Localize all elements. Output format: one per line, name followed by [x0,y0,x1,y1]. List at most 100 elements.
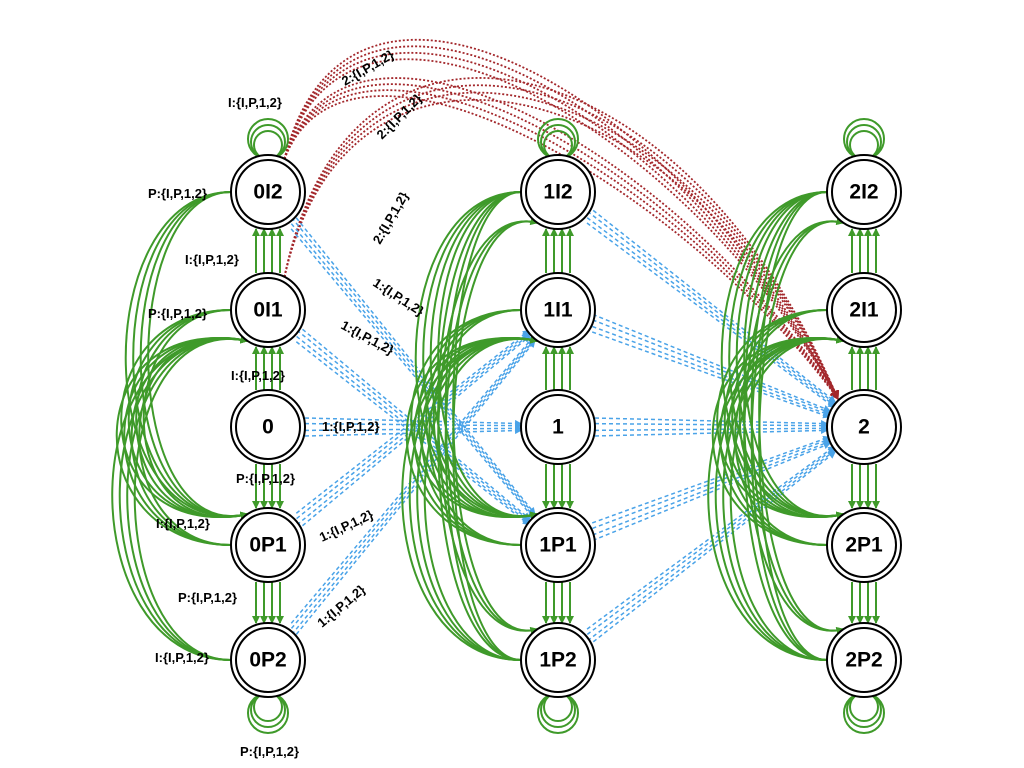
cross-transition-0P2-1I1-0 [290,335,535,624]
inventory-to-2-0I2-0-2 [283,83,839,400]
loop-transition-2P2-2I1-3-2 [714,335,845,661]
cross-transition-0I2-1P1-0 [291,211,536,515]
node-label: 2I1 [849,299,879,322]
state-node-1P1[interactable]: 1P1 [520,507,596,583]
node-label: 2P1 [845,534,883,557]
inventory-to-2-0I1-2-0 [283,99,839,400]
node-inner-ring [525,159,591,225]
state-node-1I1[interactable]: 1I1 [520,272,596,348]
state-node-2P2[interactable]: 2P2 [826,622,902,698]
inventory-to-2-0I1-2-1 [283,91,839,400]
cross-transition-1-2-3 [594,427,829,437]
node-inner-ring [831,159,897,225]
edge-label-0-i: I:{I,P,1,2} [231,368,285,383]
cross-transition-1-2-2 [594,424,829,432]
loop-transition-1P1-1I1-2-3 [405,335,539,546]
cross-transition-0I2-1P1-2 [290,223,536,519]
cross-transition-0P1-1I1-2 [296,333,531,526]
cross-transition-1-2-0 [594,417,829,427]
inventory-to-2-0I2-0-0 [283,95,839,400]
state-node-1I2[interactable]: 1I2 [520,154,596,230]
loop-transition-0I1-0P1-1-3 [120,309,249,520]
state-node-0I1[interactable]: 0I1 [230,272,306,348]
cross-transition-0P2-1I1-1 [290,336,535,629]
loop-transition-1P2-1I2-extra-1-2 [437,217,539,661]
loop-transition-0P2-0I1-3-0 [133,335,249,661]
node-label: 1 [552,416,564,439]
state-node-0I2[interactable]: 0I2 [230,154,306,230]
node-label: 0 [262,416,274,439]
loop-transition-2P1-2I1-2-1 [726,335,845,546]
cross-transition-0I2-1P1-3 [290,228,535,520]
state-node-2I2[interactable]: 2I2 [826,154,902,230]
node-label: 1I2 [543,181,572,204]
node-label: 1P2 [539,649,576,672]
node-label: 0P1 [249,534,287,557]
loop-transition-1P2-1I2-extra-1-0 [452,217,539,661]
loop-transition-1P2-1I1-3-1 [416,335,539,661]
state-node-0P1[interactable]: 0P1 [230,507,306,583]
state-node-0[interactable]: 0 [230,389,306,465]
edge-label-0I1-1: 1:{I,P,1,2} [339,317,397,357]
node-inner-ring [235,512,301,578]
edge-label-self-0P2: P:{I,P,1,2} [240,744,299,759]
cross-transition-1I2-2-1 [587,210,836,404]
node-inner-ring [235,277,301,343]
within-column-transitions [111,118,885,734]
node-inner-ring [525,394,591,460]
loop-transition-1P2-1I2-extra-1-1 [444,217,539,661]
cross-transition-1I1-2-2 [592,325,831,417]
cross-transition-1P2-2-3 [587,451,836,647]
loop-transition-0I2-0P1-0-3 [124,191,249,520]
loop-transition-2P2-2I2-extra-1-1 [750,217,845,661]
loop-transition-0P1-0I1-2-2 [123,335,249,546]
node-label: 1I1 [543,299,573,322]
cross-transition-1P1-2-1 [592,437,831,530]
cross-transition-1P2-2-2 [587,449,836,642]
state-node-2I1[interactable]: 2I1 [826,272,902,348]
node-label: 2I2 [849,181,878,204]
cross-transition-1P1-2-3 [592,442,831,542]
state-node-0P2[interactable]: 0P2 [230,622,306,698]
loop-transition-1I2-1P1-0-3 [414,191,539,520]
cross-transition-1I1-2-0 [592,313,831,412]
cross-transition-1I2-2-2 [586,217,836,407]
state-node-2[interactable]: 2 [826,389,902,465]
state-node-1[interactable]: 1 [520,389,596,465]
node-inner-ring [525,627,591,693]
cross-transition-0P1-1I1-0 [295,329,530,514]
cross-transition-0P2-1I1-3 [291,340,536,641]
node-label: 2P2 [845,649,882,672]
state-node-1P2[interactable]: 1P2 [520,622,596,698]
state-nodes: 0I2 0I1 0 0P1 0P2 1I2 1I1 1 1P1 1P2 2I2 2I1 2 2P1 2P2 [230,154,902,698]
loop-transition-2P1-2I1-2-3 [711,335,845,546]
node-inner-ring [235,394,301,460]
loop-transition-2P2-2I1-3-0 [729,335,845,661]
loop-transition-2I1-2P1-1-2 [723,309,845,520]
node-inner-ring [831,512,897,578]
inventory-to-2-0I2-1-1 [283,51,839,400]
cross-transition-0P1-1I1-3 [296,335,531,531]
loop-transition-0P2-0I1-3-3 [111,335,249,661]
loop-transition-1P1-1I1-2-2 [413,335,539,546]
loop-transition-1I1-1P1-1-2 [417,309,539,520]
cross-transition-1I2-2-3 [586,222,836,408]
node-label: 1P1 [539,534,577,557]
inventory-to-2-0I2-1-2 [283,45,839,400]
state-node-2P1[interactable]: 2P1 [826,507,902,583]
loop-transition-0P1-0I1-2-1 [130,335,249,546]
node-inner-ring [235,159,301,225]
cross-transition-1I2-2-0 [587,205,836,403]
node-label: 0I1 [253,299,283,322]
inventory-to-2-0I1-2-2 [283,84,839,400]
cross-transition-0I1-1P1-0 [296,324,531,520]
node-inner-ring [525,512,591,578]
edge-label-0P2-i: I:{I,P,1,2} [155,650,209,665]
edge-label-0P1-1: 1:{I,P,1,2} [317,507,376,545]
loop-transition-1P2-1I1-3-2 [408,335,539,661]
loop-transition-2P2-2I1-3-3 [707,335,845,661]
loop-transition-2P2-2I2-extra-1-2 [743,217,845,661]
edge-label-0I1-2: 2:{I,P,1,2} [370,189,412,246]
loop-transition-1P2-1I1-3-0 [423,335,539,661]
cross-transition-1P2-2-1 [586,447,836,636]
